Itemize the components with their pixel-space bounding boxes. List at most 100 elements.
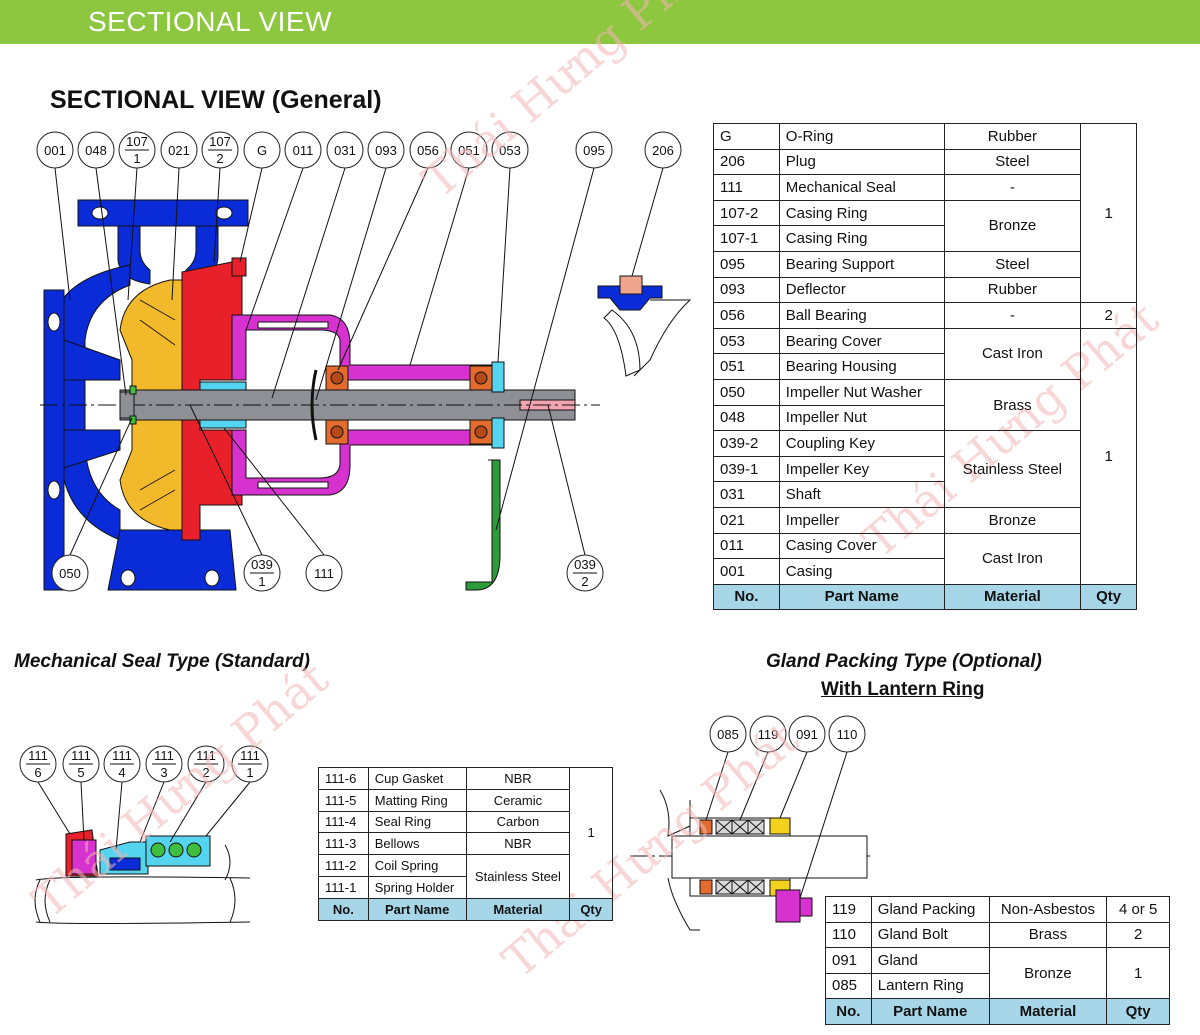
callout-021: 021: [168, 143, 190, 158]
callout-039-2-den: 2: [581, 574, 588, 589]
header-material: Material: [943, 583, 1082, 611]
table-cell: Rubber: [943, 276, 1082, 304]
bearing-support: [465, 459, 501, 591]
callout-039-1-den: 1: [258, 574, 265, 589]
callout-053: 053: [499, 143, 521, 158]
table-cell: 111-6: [318, 767, 369, 790]
callout-111-4-num: 111: [112, 748, 132, 763]
callout-048: 048: [85, 143, 107, 158]
ball-bearings: [325, 365, 493, 445]
section-title: SECTIONAL VIEW (General): [50, 86, 382, 114]
table-cell: 085: [825, 972, 872, 999]
header-no: No.: [713, 583, 780, 611]
table-row: G O-Ring Rubber 1: [713, 122, 1137, 304]
callout-085: 085: [717, 727, 739, 742]
callout-039-2-num: 039: [574, 557, 596, 572]
callout-111-5-den: 5: [77, 765, 84, 780]
header-bar: SECTIONAL VIEW: [0, 0, 1200, 44]
callout-206: 206: [652, 143, 674, 158]
table-row: 111-2 Coil Spring Stainless Steel: [318, 854, 613, 899]
header-no: No.: [318, 897, 369, 921]
table-cell: 2: [1080, 302, 1137, 329]
callout-091: 091: [796, 727, 818, 742]
table-cell: Carbon: [465, 810, 571, 834]
header-part-name: Part Name: [870, 998, 990, 1025]
table-row: 056 Ball Bearing - 2: [713, 302, 1137, 329]
table-cell: Coupling Key: [778, 430, 945, 457]
table-cell: 048: [713, 404, 780, 432]
table-cell: -: [943, 302, 1082, 329]
table-cell: Casing: [778, 558, 945, 585]
table-row: 039-2 Coupling Key Stainless Steel: [713, 430, 1137, 508]
callout-011: 011: [293, 143, 314, 158]
table-row: 119 Gland Packing Non-Asbestos 4 or 5: [825, 896, 1170, 923]
table-cell: Brass: [988, 921, 1108, 948]
callout-110: 110: [837, 727, 858, 742]
table-cell: Brass: [943, 378, 1082, 432]
callout-051: 051: [458, 143, 480, 158]
table-cell: 111: [713, 174, 780, 201]
header-no: No.: [825, 998, 872, 1025]
table-cell: 1: [1106, 947, 1170, 999]
gland-packing-title: Gland Packing Type (Optional): [766, 651, 1042, 672]
table-cell: Impeller: [778, 506, 945, 534]
table-cell: 039-1: [713, 455, 780, 483]
mechanical-seal: [199, 381, 247, 391]
table-cell: 095: [713, 250, 780, 278]
table-cell: Ball Bearing: [778, 302, 945, 329]
table-row: 085 Lantern Ring: [825, 972, 1170, 999]
table-cell: 091: [825, 947, 872, 974]
table-cell: 110: [825, 921, 872, 948]
table-cell: 1: [1080, 327, 1137, 585]
main-parts-table: G O-Ring Rubber 1 206 Plug Steel 111 Mec…: [713, 122, 1137, 611]
table-cell: Plug: [778, 148, 945, 176]
table-cell: 001: [713, 558, 780, 585]
table-row: 107-2 Casing Ring Bronze: [713, 199, 1137, 252]
table-cell: Mechanical Seal: [778, 174, 945, 201]
callout-107-1-den: 1: [133, 151, 140, 166]
table-row: 001 Casing: [713, 558, 1137, 585]
header-qty: Qty: [1080, 583, 1137, 611]
callout-g: G: [257, 143, 267, 158]
table-cell: NBR: [465, 832, 571, 856]
table-cell: 021: [713, 506, 780, 534]
table-cell: Gland Packing: [870, 896, 990, 923]
header-qty: Qty: [1106, 998, 1170, 1025]
callout-111-2-num: 111: [196, 748, 216, 763]
table-cell: Steel: [943, 250, 1082, 278]
callout-111-5-num: 111: [71, 748, 91, 763]
callouts-top: 001 048 107 1 021 107 2 G 011 031 093 05…: [36, 131, 682, 531]
table-header-row: No. Part Name Material Qty: [825, 998, 1170, 1025]
callout-056: 056: [417, 143, 439, 158]
table-cell: Bronze: [943, 199, 1082, 252]
table-cell: 056: [713, 302, 780, 329]
header-part-name: Part Name: [778, 583, 945, 611]
table-row: 093 Deflector Rubber: [713, 276, 1137, 304]
table-row: 053 Bearing Cover Cast Iron 1: [713, 327, 1137, 585]
table-cell: 051: [713, 353, 780, 380]
table-cell: Impeller Nut: [778, 404, 945, 432]
table-cell: 111-4: [318, 810, 369, 834]
table-cell: Bearing Housing: [778, 353, 945, 380]
table-row: 051 Bearing Housing: [713, 353, 1137, 380]
bearing-cover: [491, 361, 505, 393]
table-cell: 050: [713, 378, 780, 406]
table-cell: O-Ring: [778, 123, 945, 150]
callout-039-1-num: 039: [251, 557, 273, 572]
table-cell: 111-1: [318, 875, 369, 899]
table-cell: Casing Ring: [778, 225, 945, 252]
table-cell: 1: [569, 767, 613, 899]
table-cell: G: [713, 123, 780, 150]
gland-packing-detail: [630, 789, 870, 931]
table-row: 111-6 Cup Gasket NBR 1: [318, 767, 613, 899]
table-cell: 111-2: [318, 854, 369, 877]
table-cell: 1: [1080, 122, 1137, 304]
pump-casing: [43, 199, 249, 591]
table-row: 111 Mechanical Seal -: [713, 174, 1137, 201]
callout-111-4-den: 4: [118, 765, 125, 780]
callout-111-3-num: 111: [154, 748, 174, 763]
table-cell: Ceramic: [465, 788, 571, 812]
callout-107-2-num: 107: [209, 134, 231, 149]
callouts-mech-seal: 111 6 111 5 111 4 111 3 111 2 111 1: [19, 745, 269, 851]
table-cell: 111-3: [318, 832, 369, 856]
